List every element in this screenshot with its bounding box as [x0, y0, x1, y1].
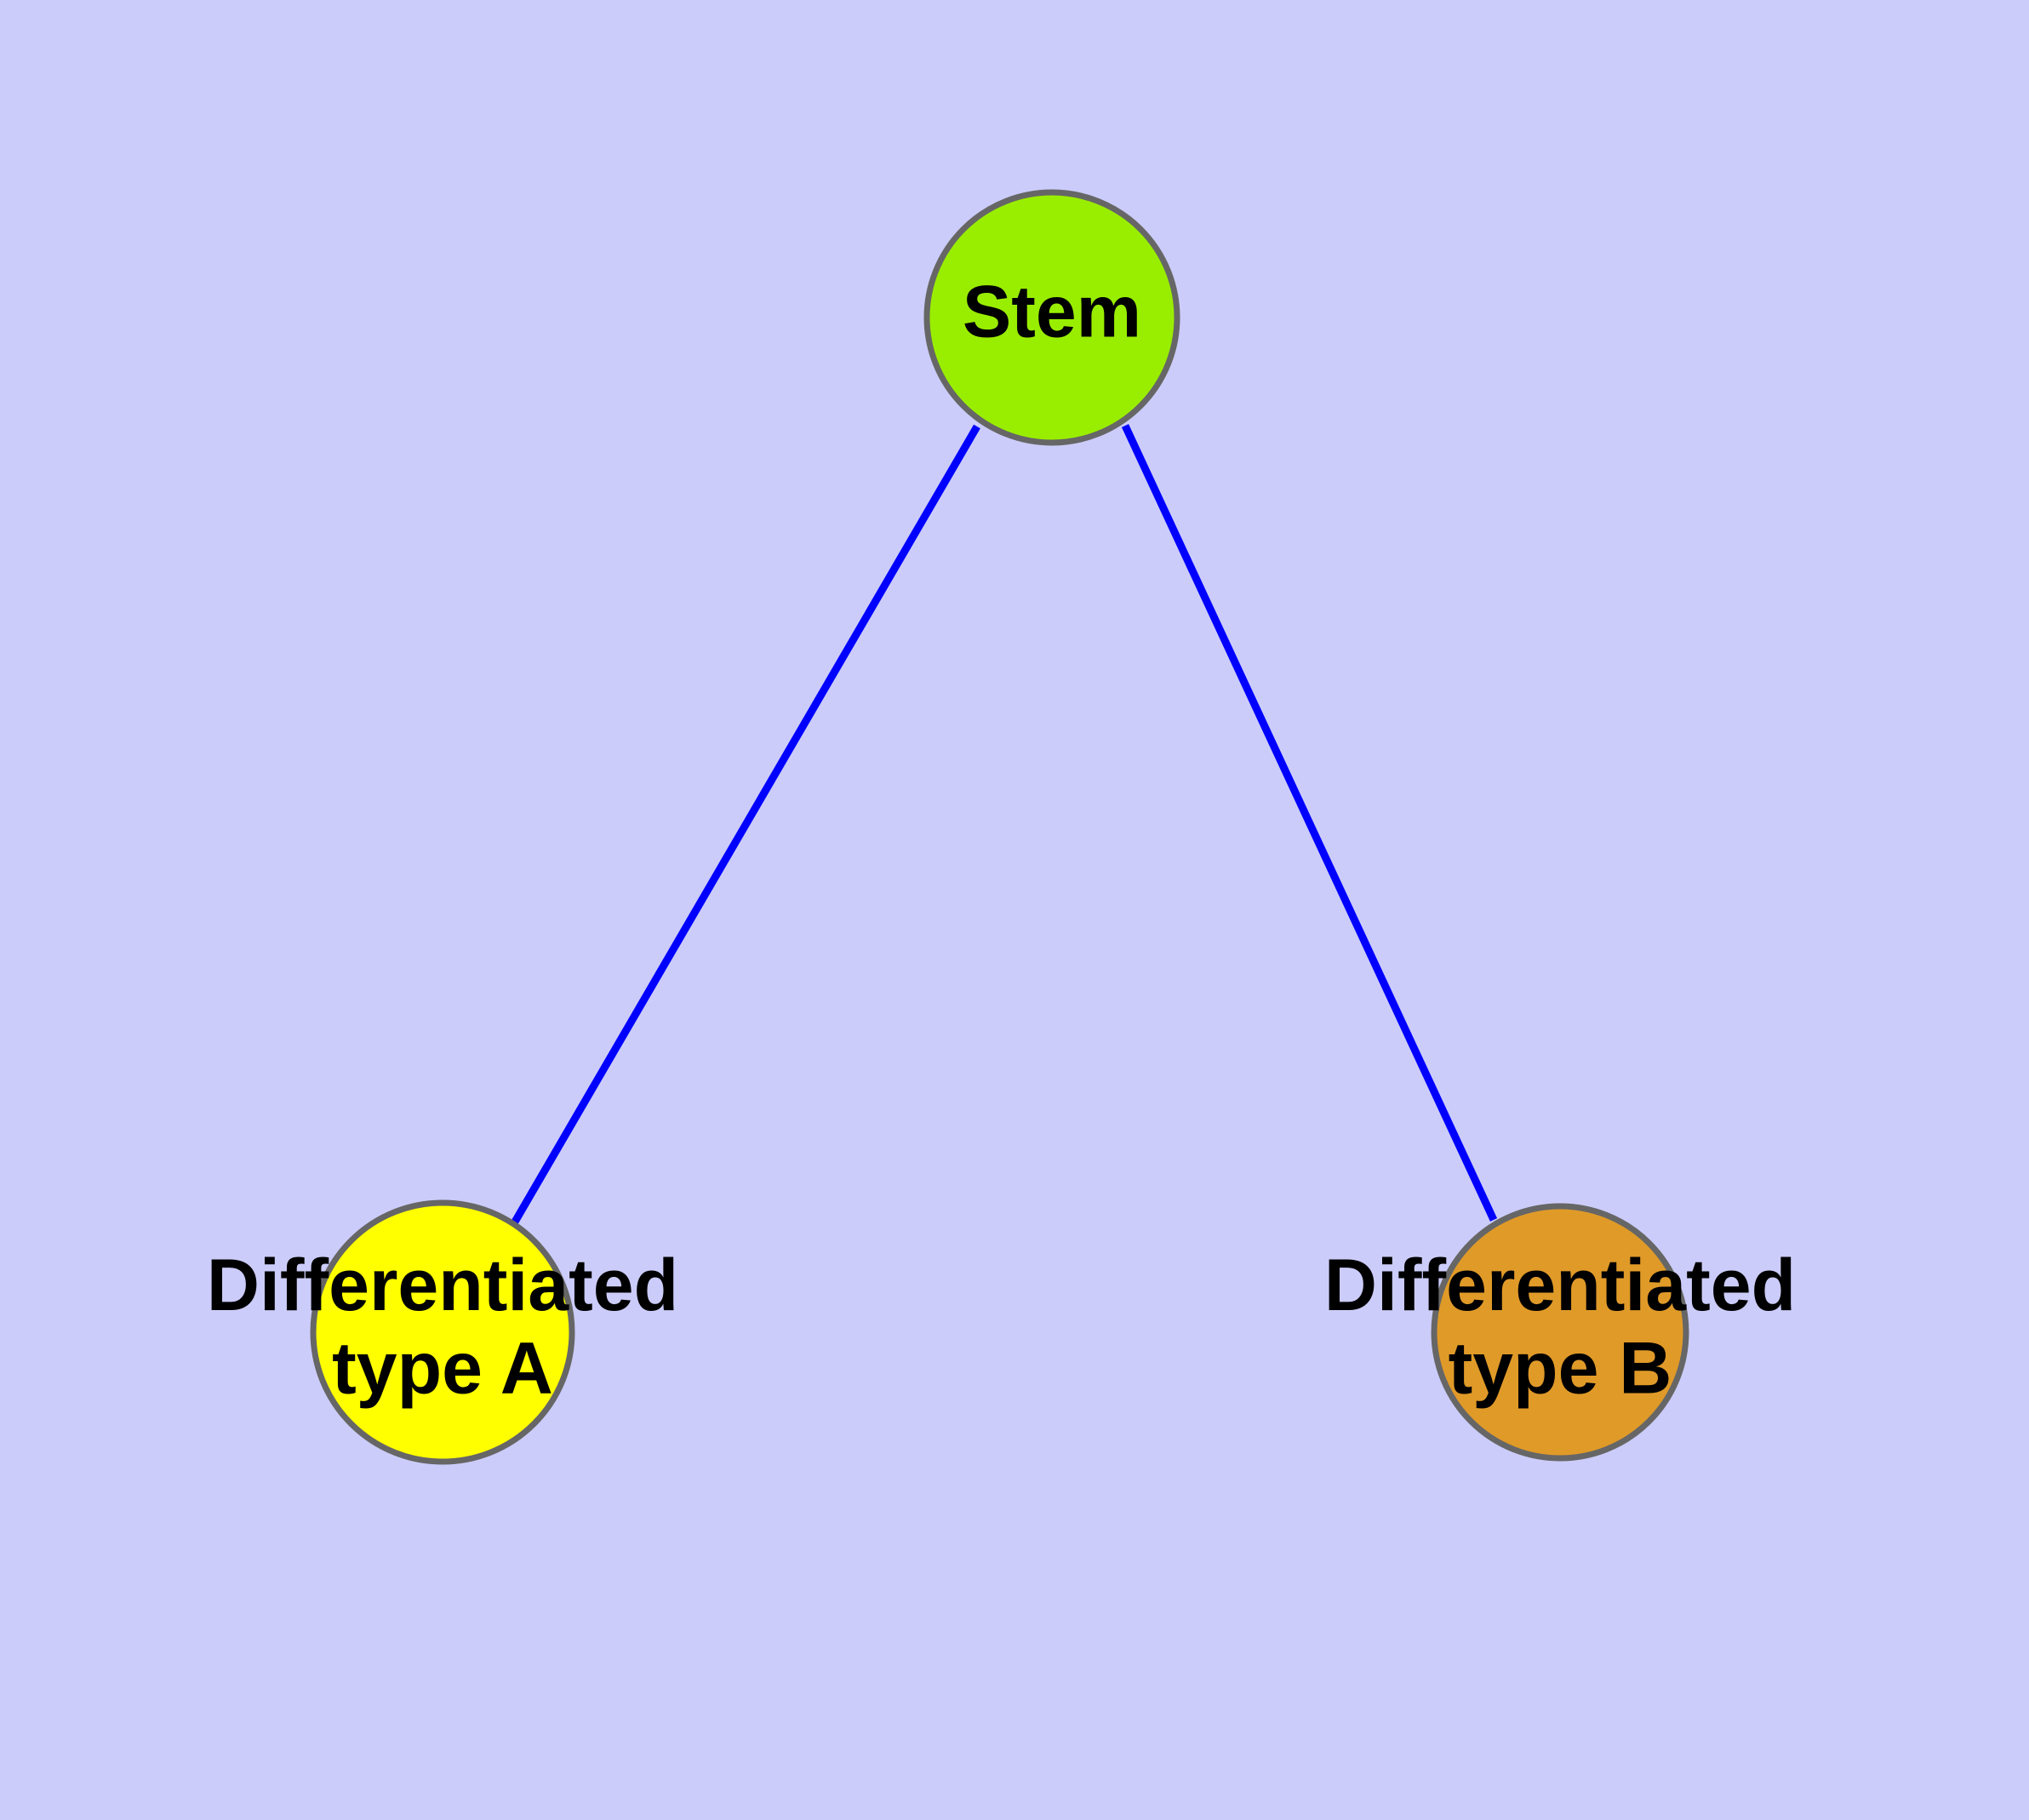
node-stem-circle[interactable]	[923, 189, 1180, 446]
node-differentiated-type-b-label-line1: Differentiated	[1324, 1245, 1796, 1326]
edge-layer	[511, 424, 1498, 1226]
node-differentiated-type-a-label-line1: Differentiated	[207, 1245, 678, 1326]
node-differentiated-type-a-label-line2: type A	[332, 1327, 553, 1409]
node-differentiated-type-b-label-line2: type B	[1449, 1327, 1672, 1409]
node-differentiated-type-b-circle[interactable]	[1431, 1203, 1689, 1462]
node-differentiated-type-a[interactable]	[310, 1199, 575, 1465]
node-stem-label-line1: Stem	[963, 272, 1141, 353]
node-stem[interactable]	[923, 189, 1180, 446]
edge-stem-to-differentiated-type-b[interactable]	[1121, 424, 1498, 1222]
node-differentiated-type-b[interactable]	[1431, 1203, 1689, 1462]
node-layer	[310, 189, 1689, 1465]
edge-stem-to-differentiated-type-a[interactable]	[511, 424, 980, 1226]
node-differentiated-type-a-circle[interactable]	[310, 1199, 575, 1465]
label-layer: Stem Differentiated type A Differentiate…	[207, 272, 1796, 1410]
